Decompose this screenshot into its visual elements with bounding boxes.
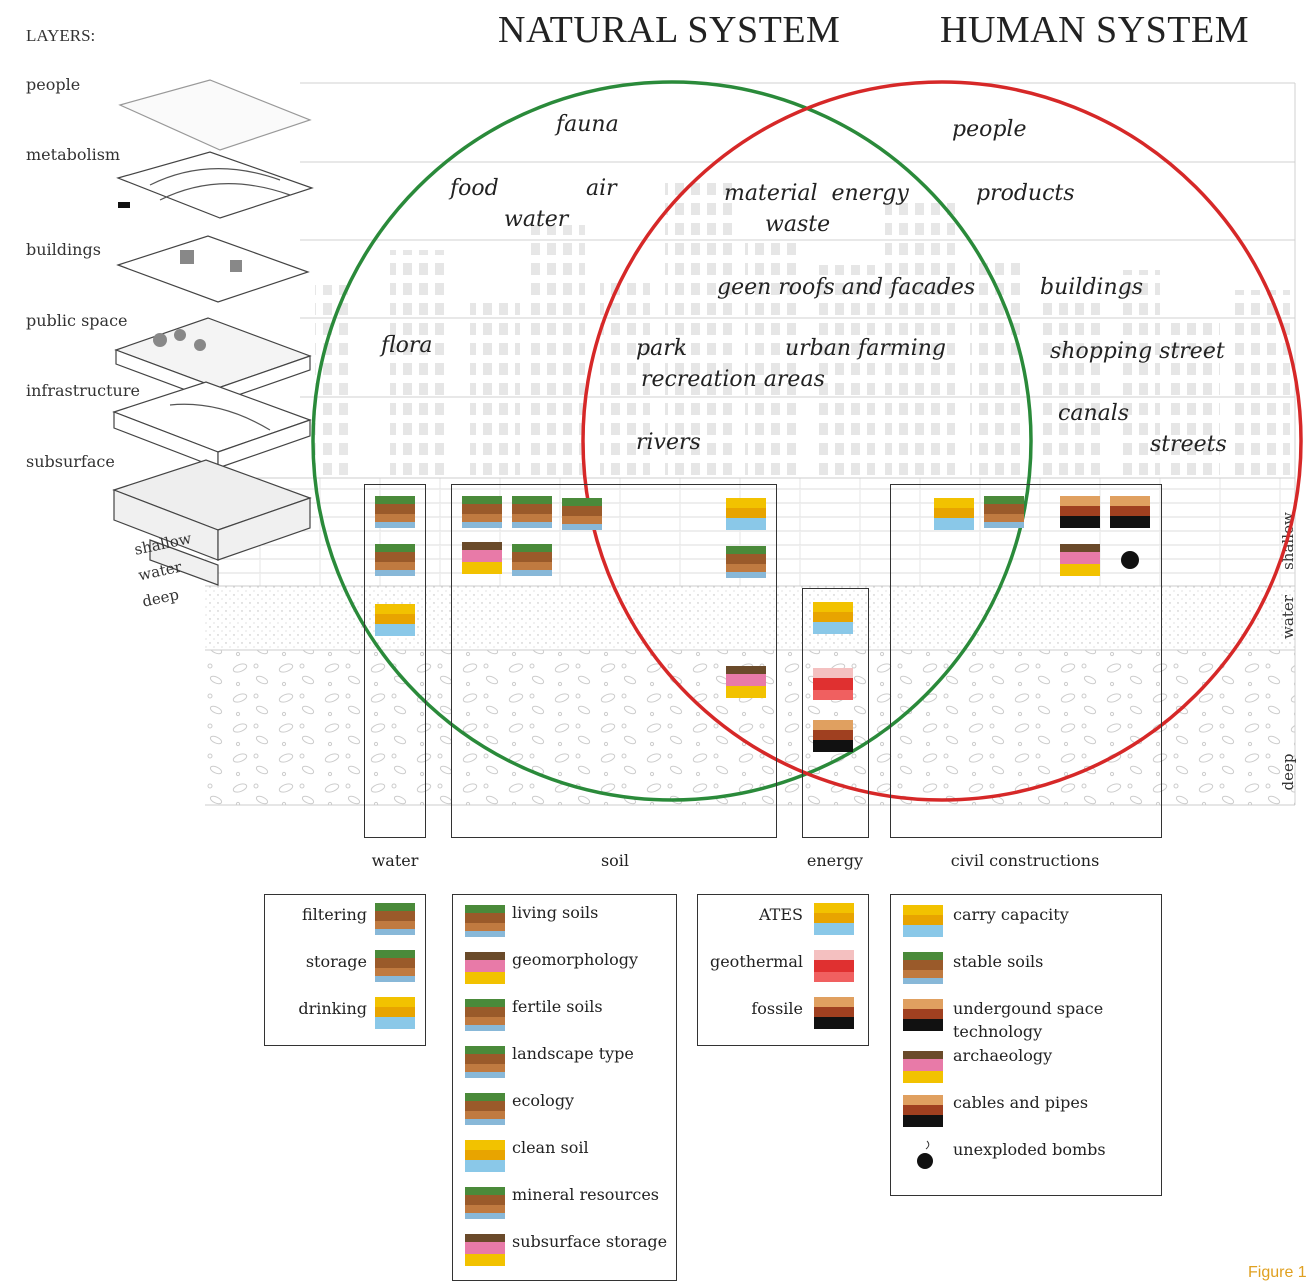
- energy-column-box: [802, 588, 869, 838]
- word-fauna: fauna: [556, 112, 619, 137]
- legend-water: filtering storage drinking: [264, 894, 426, 1046]
- mineral-resources-icon: [465, 1187, 505, 1223]
- layer-label-people: people: [26, 75, 81, 94]
- archaeology-icon: [903, 1051, 943, 1087]
- layer-label-buildings: buildings: [26, 240, 101, 259]
- layers-title: LAYERS:: [26, 26, 96, 45]
- legend-civil-cables-pipes: cables and pipes: [953, 1093, 1089, 1112]
- subsurface-storage-icon: [465, 1234, 505, 1270]
- human-system-circle: [581, 80, 1303, 802]
- word-park: park: [636, 336, 688, 361]
- legend-energy-fossile: fossile: [751, 999, 803, 1018]
- natural-system-circle: [311, 80, 1033, 802]
- geomorphology-icon: [465, 952, 505, 988]
- word-waste: waste: [765, 212, 831, 237]
- legend-soil-fertile-soils: fertile soils: [512, 997, 603, 1016]
- ates-icon: [814, 903, 854, 939]
- layer-label-metabolism: metabolism: [26, 145, 121, 164]
- stable-soils-icon: [903, 952, 943, 988]
- bomb-icon: [913, 1139, 937, 1175]
- word-recreation-areas: recreation areas: [641, 367, 825, 392]
- word-green-roofs: geen roofs and facades: [717, 275, 976, 300]
- ecology-icon: [465, 1093, 505, 1129]
- category-label-water: water: [371, 851, 419, 870]
- human-system-title: HUMAN SYSTEM: [940, 9, 1249, 51]
- legend-civil-technology: technology: [953, 1022, 1043, 1041]
- layer-label-public-space: public space: [26, 311, 128, 330]
- legend-energy-ates: ATES: [759, 905, 803, 924]
- storage-icon: [375, 950, 415, 986]
- legend-soil-living-soils: living soils: [512, 903, 599, 922]
- filtering-icon: [375, 903, 415, 939]
- fossile-icon: [814, 997, 854, 1033]
- drinking-icon: [375, 997, 415, 1033]
- layer-stack-illustration: [112, 79, 314, 586]
- legend-soil-geomorphology: geomorphology: [512, 950, 639, 969]
- layer-label-subsurface: subsurface: [26, 452, 115, 471]
- word-products: products: [976, 181, 1075, 206]
- legend-civil-carry-capacity: carry capacity: [953, 905, 1069, 924]
- word-shopping-street: shopping street: [1050, 339, 1225, 364]
- legend-water-filtering: filtering: [302, 905, 367, 924]
- legend-energy-geothermal: geothermal: [709, 952, 803, 971]
- carry-capacity-icon: [903, 905, 943, 941]
- legend-soil-clean-soil: clean soil: [512, 1138, 589, 1157]
- legend-soil-ecology: ecology: [512, 1091, 575, 1110]
- fertile-soils-icon: [465, 999, 505, 1035]
- legend-civil-archaeology: archaeology: [953, 1046, 1053, 1065]
- word-water: water: [504, 207, 569, 232]
- legend-soil-mineral-resources: mineral resources: [512, 1185, 660, 1204]
- legend-soil-subsurface-storage: subsurface storage: [512, 1232, 668, 1251]
- legend-soil-landscape-type: landscape type: [512, 1044, 634, 1063]
- word-flora: flora: [381, 333, 433, 358]
- legend-soil: living soils geomorphology fertile soils…: [452, 894, 677, 1281]
- legend-civil-underground-space: undergound space: [953, 999, 1104, 1018]
- cables-pipes-icon: [903, 1095, 943, 1131]
- geothermal-icon: [814, 950, 854, 986]
- landscape-type-icon: [465, 1046, 505, 1082]
- layer-label-infrastructure: infrastructure: [26, 381, 140, 400]
- word-canals: canals: [1058, 401, 1130, 426]
- legend-civil-unexploded-bombs: unexploded bombs: [953, 1140, 1106, 1159]
- legend-water-drinking: drinking: [298, 999, 367, 1018]
- word-material-energy: material energy: [724, 181, 909, 206]
- word-rivers: rivers: [636, 430, 701, 455]
- living-soils-icon: [465, 905, 505, 941]
- underground-space-icon: [903, 999, 943, 1035]
- category-label-soil: soil: [600, 851, 630, 870]
- legend-civil-stable-soils: stable soils: [953, 952, 1044, 971]
- soil-column-box: [451, 484, 777, 838]
- water-column-box: [364, 484, 426, 838]
- civil-column-box: [890, 484, 1162, 838]
- word-streets: streets: [1150, 432, 1227, 457]
- category-label-civil: civil constructions: [950, 851, 1100, 870]
- word-food: food: [450, 176, 499, 201]
- clean-soil-icon: [465, 1140, 505, 1176]
- legend-energy: ATES geothermal fossile: [697, 894, 869, 1046]
- word-air: air: [586, 176, 617, 201]
- legend-water-storage: storage: [305, 952, 367, 971]
- figure-label: Figure 1: [1248, 1264, 1307, 1281]
- legend-civil: carry capacity stable soils undergound s…: [890, 894, 1162, 1196]
- word-people: people: [952, 117, 1027, 142]
- word-buildings: buildings: [1040, 275, 1143, 300]
- word-urban-farming: urban farming: [785, 336, 946, 361]
- natural-system-title: NATURAL SYSTEM: [498, 9, 841, 51]
- category-label-energy: energy: [806, 851, 864, 870]
